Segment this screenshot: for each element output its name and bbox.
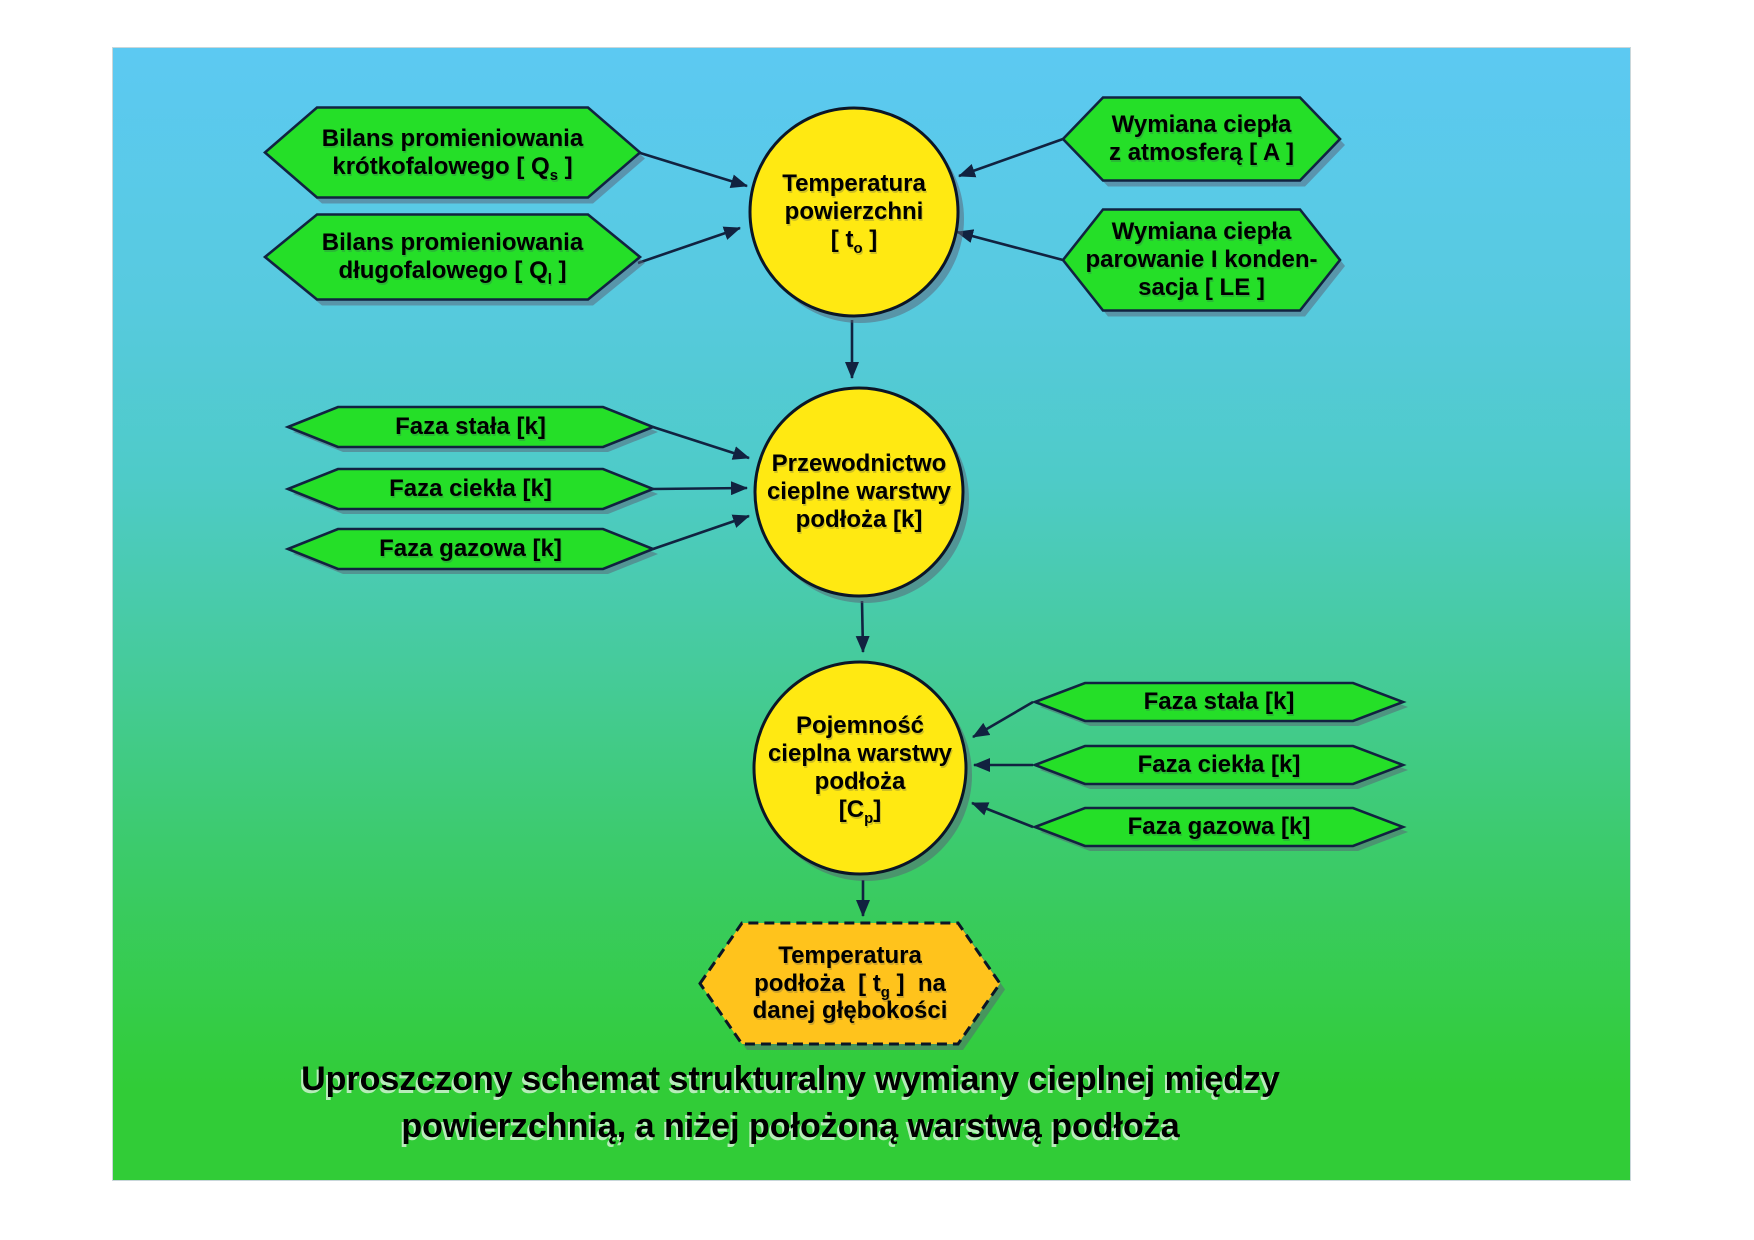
arrow-le-to-temp (956, 229, 1064, 262)
hexagon-shape (1031, 681, 1408, 726)
hexagon-shape (284, 405, 658, 452)
caption-line-2: powierzchnią, a niżej położoną warstwą p… (401, 1106, 1180, 1145)
arrow-faza-gazowa-left (652, 514, 750, 551)
arrow-faza-stala-left (652, 425, 750, 460)
arrow-ql-to-temp (637, 226, 741, 265)
arrow-qs-to-temp (636, 150, 748, 188)
hexagon-shape (262, 213, 645, 306)
hexagon-shape (284, 467, 658, 514)
circle-shape (748, 106, 964, 323)
hexagon-shape (1031, 806, 1408, 851)
hexagon-faza-stala-right: Faza stała [k] (1031, 681, 1408, 726)
hexagon-shape (284, 527, 658, 574)
hexagon-shape (1061, 96, 1345, 187)
hexagon-label: Faza stała [k] (395, 413, 546, 441)
slide-caption: Uproszczony schemat strukturalny wymiany… (113, 1056, 1468, 1150)
circle-shape (753, 386, 969, 603)
hexagon-label: Faza gazowa [k] (379, 535, 562, 563)
arrow-faza-ciekla-left (652, 481, 748, 496)
hexagon-label: Faza ciekła [k] (1137, 751, 1301, 779)
hexagon-label: Faza stała [k] (1143, 688, 1295, 716)
hexagon-faza-gazowa-right: Faza gazowa [k] (1031, 806, 1408, 851)
hexagon-shape (1031, 744, 1408, 789)
arrow-a-to-temp (958, 137, 1064, 178)
hexagon-faza-ciekla-right: Faza ciekła [k] (1031, 744, 1408, 789)
flow-arrows (636, 137, 1064, 917)
circle-shape (752, 660, 972, 881)
hexagon-shape (698, 921, 1005, 1050)
hexagon-faza-ciekla-left: Faza ciekła [k] (284, 467, 658, 514)
arrow-faza-gazowa-right (971, 801, 1034, 829)
caption-line-1: Uproszczony schemat strukturalny wymiany… (301, 1060, 1280, 1098)
hexagon-faza-gazowa-left: Faza gazowa [k] (284, 527, 658, 574)
arrow-przewodnictwo-to-pojemnosc (855, 600, 870, 653)
hexagon-label: Faza gazowa [k] (1127, 813, 1311, 841)
hexagon-label: Faza ciekła [k] (389, 475, 552, 503)
hexagon-shape (263, 106, 645, 204)
arrow-faza-stala-right (972, 700, 1034, 739)
hexagon-faza-stala-left: Faza stała [k] (284, 405, 658, 452)
hexagon-shape (1061, 208, 1345, 317)
